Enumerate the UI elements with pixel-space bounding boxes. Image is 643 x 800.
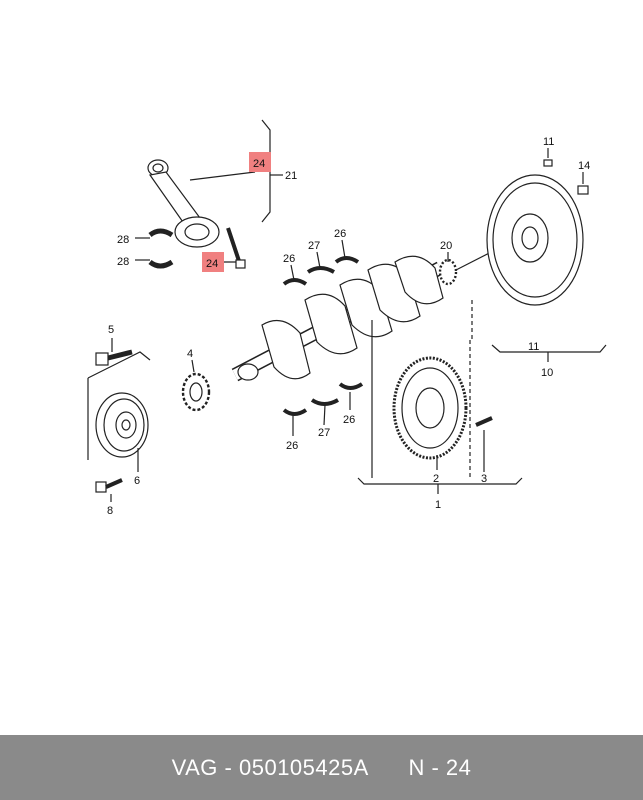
footer-gap (369, 755, 409, 781)
callout-11-top[interactable]: 11 (543, 136, 554, 148)
ring-gear-plate (392, 356, 468, 460)
brand-label: VAG (171, 754, 218, 780)
callout-27-upper[interactable]: 27 (308, 240, 320, 252)
callout-24-top[interactable]: 24 (253, 158, 265, 170)
parts-diagram: 24 21 28 28 24 26 27 26 20 11 14 5 4 11 … (87, 119, 607, 517)
highlight-box-bolt (202, 252, 224, 272)
callout-26-lower-left[interactable]: 26 (286, 440, 298, 452)
callout-28-lower[interactable]: 28 (117, 256, 129, 268)
callout-11-bottom[interactable]: 11 (528, 341, 539, 353)
rod-bolt (226, 227, 246, 269)
callout-14[interactable]: 14 (578, 160, 590, 172)
callout-8[interactable]: 8 (107, 505, 113, 517)
flywheel (486, 174, 584, 306)
highlight-box-top (249, 152, 271, 172)
callout-26-upper-right[interactable]: 26 (334, 228, 346, 240)
callout-21[interactable]: 21 (285, 170, 297, 182)
needle-bearing (438, 258, 458, 286)
footer-separator: - (217, 754, 239, 780)
part-number: 050105425A (238, 754, 369, 780)
callout-26-lower-right[interactable]: 26 (343, 414, 355, 426)
callout-10[interactable]: 10 (541, 367, 553, 379)
part-footer: VAG - 050105425A N - 24 (0, 735, 643, 800)
callout-28-upper[interactable]: 28 (117, 234, 129, 246)
callout-6[interactable]: 6 (134, 475, 140, 487)
callout-4[interactable]: 4 (187, 348, 193, 360)
pulley-bolt (95, 349, 133, 366)
callout-3[interactable]: 3 (481, 473, 487, 485)
callout-20[interactable]: 20 (440, 240, 452, 252)
crank-sprocket (181, 372, 211, 412)
callout-27-lower[interactable]: 27 (318, 427, 330, 439)
connecting-rod (147, 159, 220, 248)
callout-1[interactable]: 1 (435, 499, 441, 511)
damper-bolt (95, 478, 123, 493)
crankshaft (231, 255, 444, 382)
callout-26-upper-left[interactable]: 26 (283, 253, 295, 265)
callout-2[interactable]: 2 (433, 473, 439, 485)
reference-number: N - 24 (408, 754, 472, 780)
callout-5[interactable]: 5 (108, 324, 114, 336)
vibration-damper (95, 392, 149, 458)
callout-24-bolt[interactable]: 24 (206, 258, 218, 270)
